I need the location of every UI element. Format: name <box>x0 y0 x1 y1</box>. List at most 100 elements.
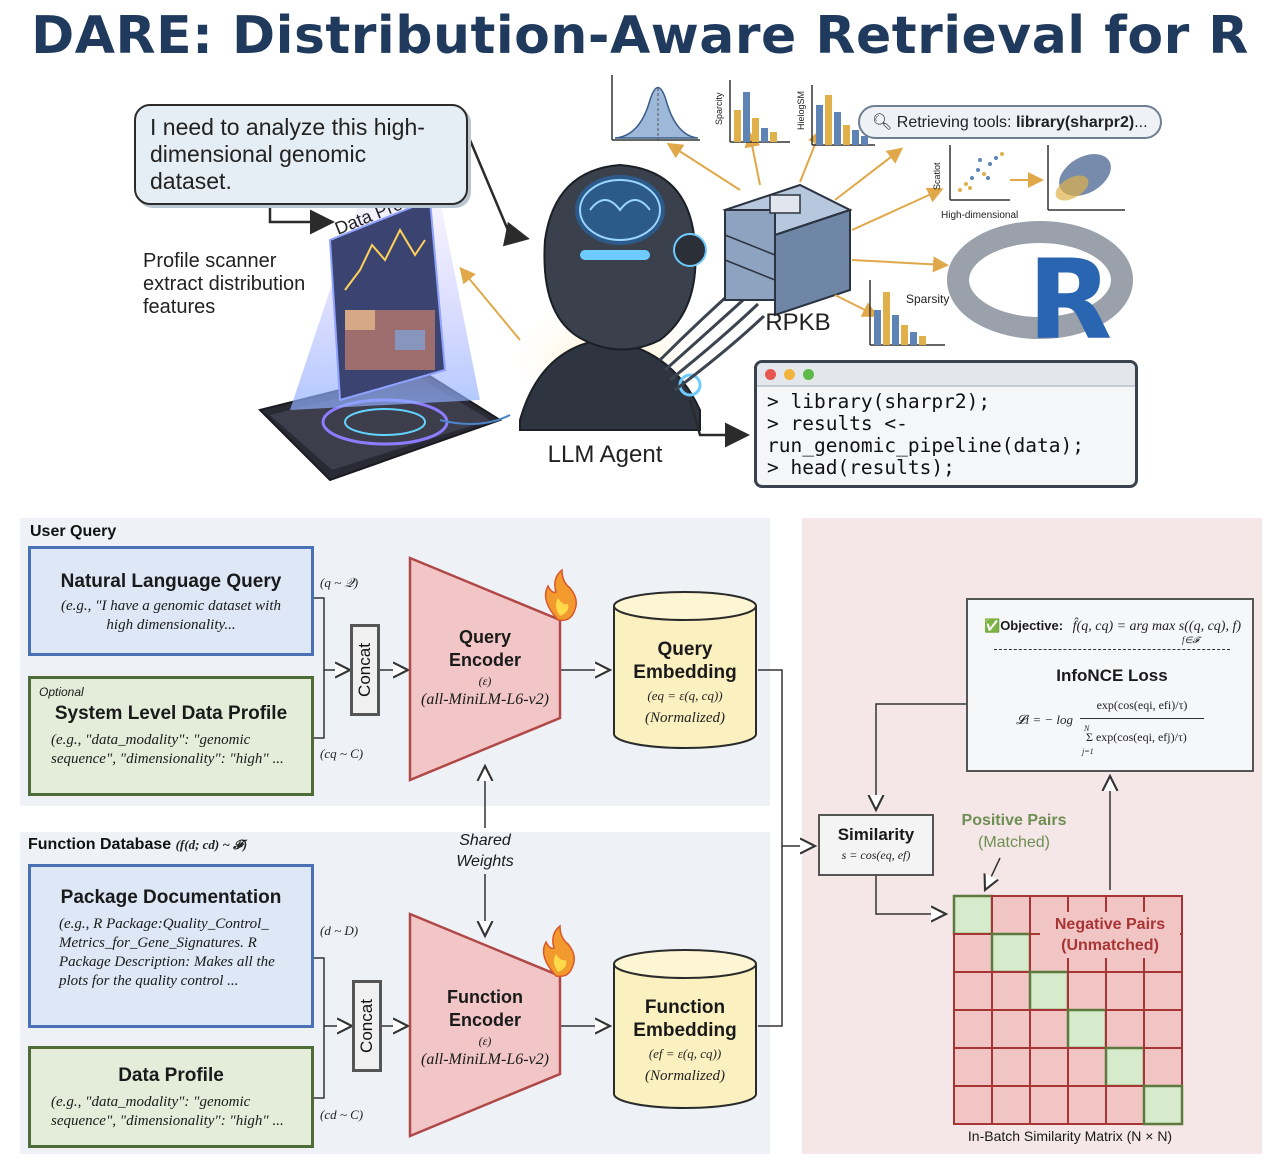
negative-pair-cell <box>1105 971 1145 1011</box>
objective-line: ✅Objective: f̂(q, cq) = arg max s((q, cq… <box>984 618 1241 635</box>
positive-pairs-label: Positive Pairs (Matched) <box>940 810 1088 854</box>
retrieval-arrows <box>459 128 1044 341</box>
function-encoder-symbol: (ε) <box>478 1034 492 1048</box>
illustration-canvas: Data Profile LLM Agent RPKB <box>258 75 1133 482</box>
query-encoder-name: Query Encoder <box>448 627 522 670</box>
negative-pair-cell <box>953 971 993 1011</box>
mini-scatter-1: Scatlot <box>932 145 1010 201</box>
negative-pair-cell <box>1029 1085 1069 1125</box>
check-icon: ✅ <box>984 618 1001 633</box>
function-embedding-cylinder <box>613 949 757 1109</box>
positive-pair-cell <box>1066 1008 1108 1050</box>
high-dim-label: High-dimensional <box>941 210 1018 221</box>
objective-box: ✅Objective: f̂(q, cq) = arg max s((q, cq… <box>966 598 1254 772</box>
positive-pairs-sub: (Matched) <box>977 834 1051 851</box>
query-encoder-label: Query Encoder (ε) (all-MiniLM-L6-v2) <box>410 626 560 709</box>
mini-bar-chart-sparsity: Sparsity <box>869 280 949 346</box>
rpkb-server <box>722 183 853 317</box>
positive-pair-cell <box>952 894 994 936</box>
negative-pair-cell <box>1105 1085 1145 1125</box>
search-library: library(sharpr2) <box>1015 114 1135 131</box>
function-concat-block: Concat <box>352 980 382 1072</box>
query-encoder-model: (all-MiniLM-L6-v2) <box>421 691 549 708</box>
concat-label: Concat <box>355 643 374 697</box>
similarity-box: Similarity s = cos(eq, ef) <box>818 814 934 876</box>
speech-bubble: I need to analyze this high-dimensional … <box>134 104 468 205</box>
loss-numerator: exp(cos(eqi, efi)/τ) <box>1096 698 1188 712</box>
negative-pair-cell <box>991 895 1031 935</box>
code-block: > library(sharpr2);> results <-run_genom… <box>757 387 1135 483</box>
mini-scatter-2 <box>1047 145 1125 211</box>
function-data-profile-heading: Data Profile <box>118 1065 224 1086</box>
objective-label: Objective: <box>1000 618 1064 633</box>
negative-pair-cell <box>1143 971 1183 1011</box>
positive-pairs-title: Positive Pairs <box>961 812 1067 829</box>
nl-query-example: (e.g., "I have a genomic dataset with hi… <box>61 598 281 633</box>
query-embedding-formula: (eq = ε(q, cq)) <box>647 688 723 703</box>
negative-pairs-label: Negative Pairs (Unmatched) <box>1040 912 1180 958</box>
llm-agent-label: LLM Agent <box>548 441 663 468</box>
function-database-title: Function Database (f(d; cd) ~ 𝓕) <box>28 836 248 853</box>
scatlot-label: Scatlot <box>932 162 942 190</box>
q-distribution: (q ~ 𝒬) <box>320 575 359 590</box>
maximize-dot-icon <box>803 369 814 380</box>
query-embedding-note: (Normalized) <box>645 710 725 726</box>
negative-pair-cell <box>1067 971 1107 1011</box>
retrieving-tools-search: 🔍︎ Retrieving tools: library(sharpr2)... <box>858 105 1162 139</box>
objective-formula: f̂(q, cq) = arg max s((q, cq), f) <box>1072 619 1241 634</box>
negative-pair-cell <box>991 1085 1031 1125</box>
code-line: > head(results); <box>767 456 955 479</box>
hielog-label: HielogSM <box>796 91 806 130</box>
system-profile-box: Optional System Level Data Profile (e.g.… <box>28 676 314 796</box>
nl-query-heading: Natural Language Query <box>60 571 282 592</box>
positive-pair-cell <box>1028 970 1070 1012</box>
negative-pair-cell <box>1067 1085 1107 1125</box>
shared-weights-label: Shared Weights <box>456 832 514 870</box>
query-embedding-label: Query Embedding (eq = ε(q, cq)) (Normali… <box>614 638 756 730</box>
query-concat-block: Concat <box>350 624 380 716</box>
negative-pair-cell <box>991 1009 1031 1049</box>
code-terminal: > library(sharpr2);> results <-run_genom… <box>754 360 1138 488</box>
package-doc-heading: Package Documentation <box>60 887 282 908</box>
negative-pair-cell <box>1029 1009 1069 1049</box>
function-encoder-shape <box>408 912 562 1138</box>
positive-pair-cell <box>1104 1046 1146 1088</box>
code-line: run_genomic_pipeline(data); <box>767 434 1084 457</box>
search-icon: 🔍︎ <box>872 114 893 131</box>
negative-pair-cell <box>991 971 1031 1011</box>
mini-bar-chart-sparcity: Sparcity <box>714 80 790 143</box>
negative-pair-cell <box>991 1047 1031 1087</box>
sparcity-label: Sparcity <box>714 92 724 125</box>
function-data-profile-example: (e.g., "data_modality": "genomic sequenc… <box>51 1094 284 1129</box>
fraction-bar <box>1080 718 1204 719</box>
query-embedding-cylinder <box>613 591 757 749</box>
query-encoder-symbol: (ε) <box>478 674 492 688</box>
negative-pair-cell <box>1143 1009 1183 1049</box>
objective-formula-sub: f∈𝓕 <box>1182 635 1199 645</box>
loss-denominator: Σ exp(cos(eqi, efj)/τ) <box>1086 730 1187 744</box>
mini-bell-curve <box>611 75 700 141</box>
rpkb-label: RPKB <box>765 309 830 336</box>
optional-tag: Optional <box>39 685 84 699</box>
positive-pair-cell <box>1142 1084 1184 1126</box>
nl-query-box: Natural Language Query (e.g., "I have a … <box>28 546 314 656</box>
system-profile-example: (e.g., "data_modality": "genomic sequenc… <box>51 732 284 767</box>
close-dot-icon <box>765 369 776 380</box>
search-prefix: Retrieving tools: <box>896 114 1016 131</box>
cd-distribution: (cd ~ C) <box>320 1107 364 1122</box>
loss-sum-top: N <box>1084 724 1090 733</box>
function-embedding-name: Function Embedding <box>633 997 737 1041</box>
divider <box>994 649 1230 650</box>
function-encoder-name: Function Encoder <box>447 987 523 1030</box>
negative-pair-cell <box>953 1047 993 1087</box>
negative-pair-cell <box>953 933 993 973</box>
code-line: > results <- <box>767 412 908 435</box>
minimize-dot-icon <box>784 369 795 380</box>
similarity-heading: Similarity <box>837 825 915 844</box>
function-data-profile-box: Data Profile (e.g., "data_modality": "ge… <box>28 1046 314 1148</box>
page-title: DARE: Distribution-Aware Retrieval for R <box>31 6 1249 66</box>
negative-pair-cell <box>953 1085 993 1125</box>
negative-pairs-title: Negative Pairs <box>1054 916 1166 933</box>
data-profile-screen <box>328 198 447 402</box>
function-encoder-label: Function Encoder (ε) (all-MiniLM-L6-v2) <box>410 986 560 1069</box>
